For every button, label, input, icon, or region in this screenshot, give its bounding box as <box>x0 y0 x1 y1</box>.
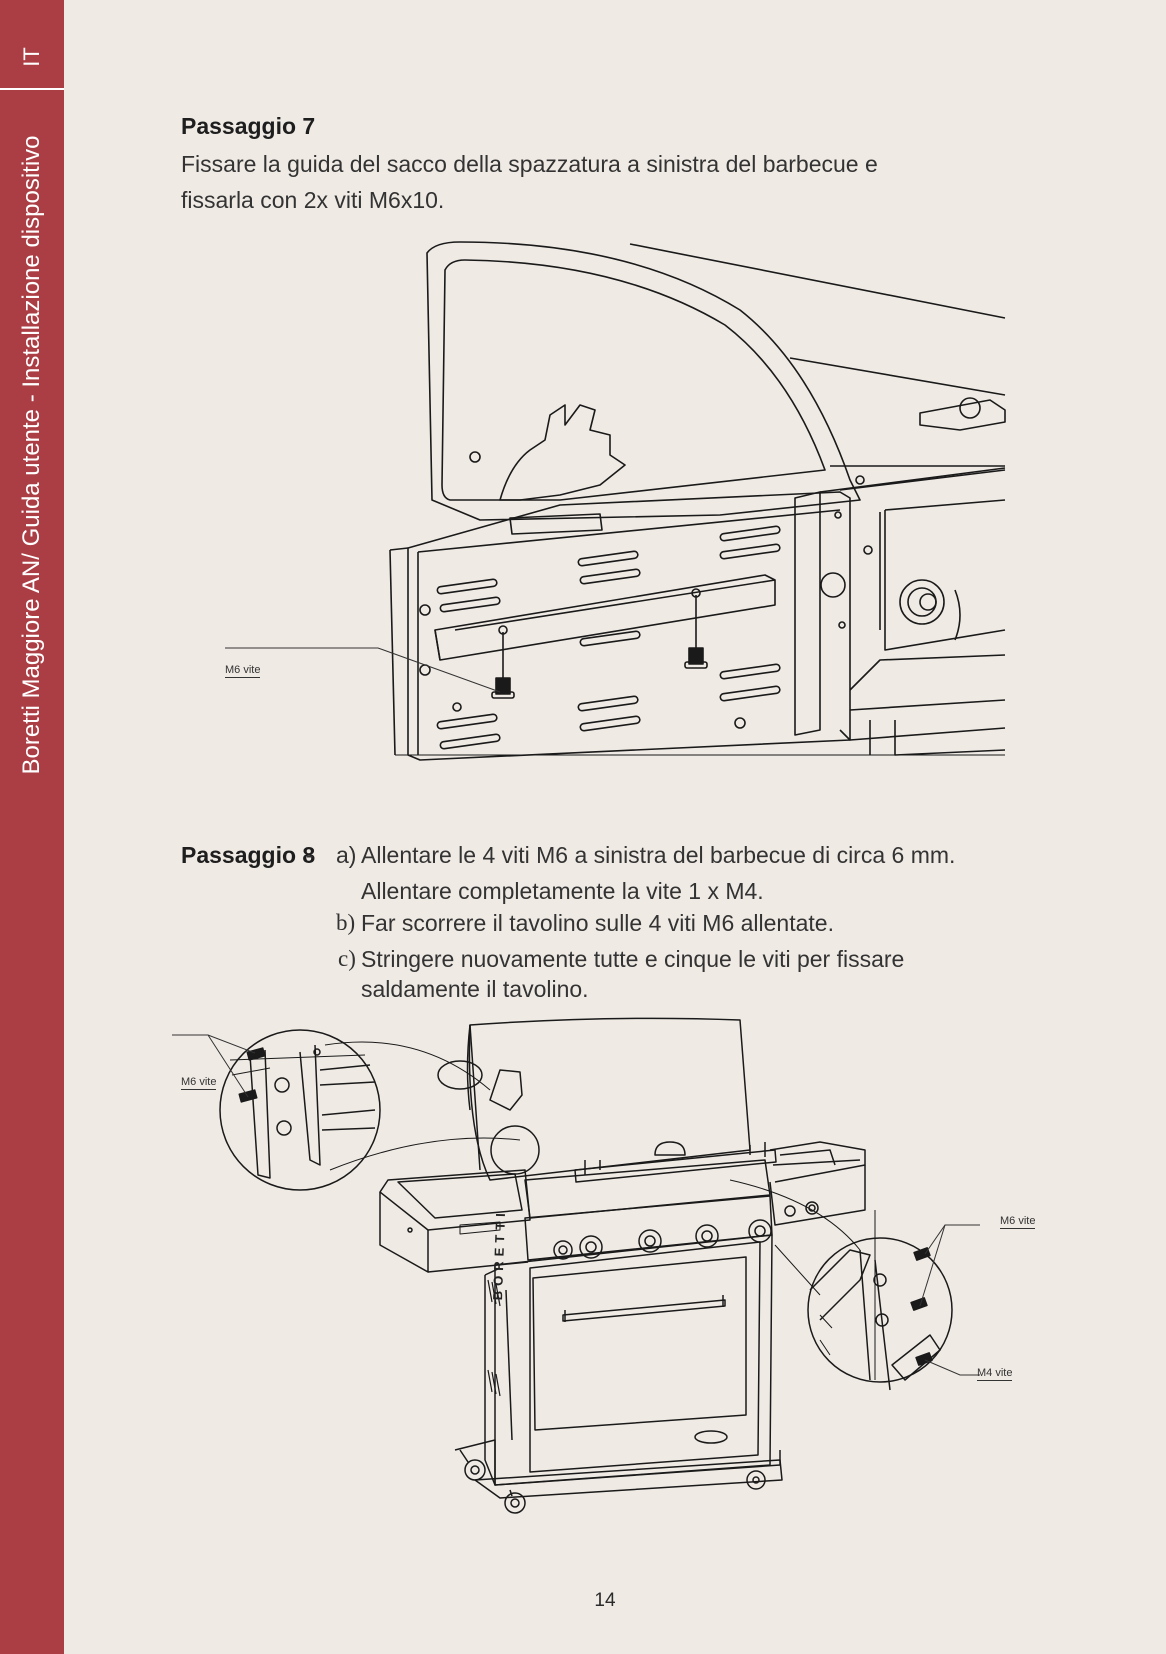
document-title: Boretti Maggiore AN/ Guida utente - Inst… <box>18 135 45 775</box>
step7-callout-m6: M6 vite <box>225 664 261 678</box>
step8-callout-m6-left: M6 vite <box>181 1076 217 1090</box>
step7-title: Passaggio 7 <box>181 113 316 139</box>
step8-a-marker: a) <box>336 842 357 868</box>
step8-c-line2: saldamente il tavolino. <box>361 976 589 1002</box>
step7-text-line1: Fissare la guida del sacco della spazzat… <box>181 151 878 177</box>
step8-diagram <box>172 1017 980 1514</box>
page-number: 14 <box>594 1590 616 1611</box>
step8-b-text: Far scorrere il tavolino sulle 4 viti M6… <box>361 910 834 936</box>
step8-callout-m6-right: M6 vite <box>1000 1215 1036 1229</box>
brand-logo: BORETTI <box>490 1207 509 1301</box>
language-label: IT <box>19 47 44 67</box>
step8-b-marker: b) <box>336 910 356 935</box>
step7-diagram <box>225 241 1006 761</box>
step8-c-marker: c) <box>338 946 356 971</box>
step8-dash: - <box>306 842 314 868</box>
step8-title: Passaggio 8 <box>181 842 316 868</box>
step7-text-line2: fissarla con 2x viti M6x10. <box>181 187 445 213</box>
step8-a-line2: Allentare completamente la vite 1 x M4. <box>361 878 764 904</box>
sidebar-divider <box>0 88 64 90</box>
sidebar: IT Boretti Maggiore AN/ Guida utente - I… <box>0 0 64 1654</box>
step8-callout-m4: M4 vite <box>977 1367 1013 1381</box>
step8-a-line1: Allentare le 4 viti M6 a sinistra del ba… <box>361 842 956 868</box>
step8-c-line1: Stringere nuovamente tutte e cinque le v… <box>361 946 905 972</box>
